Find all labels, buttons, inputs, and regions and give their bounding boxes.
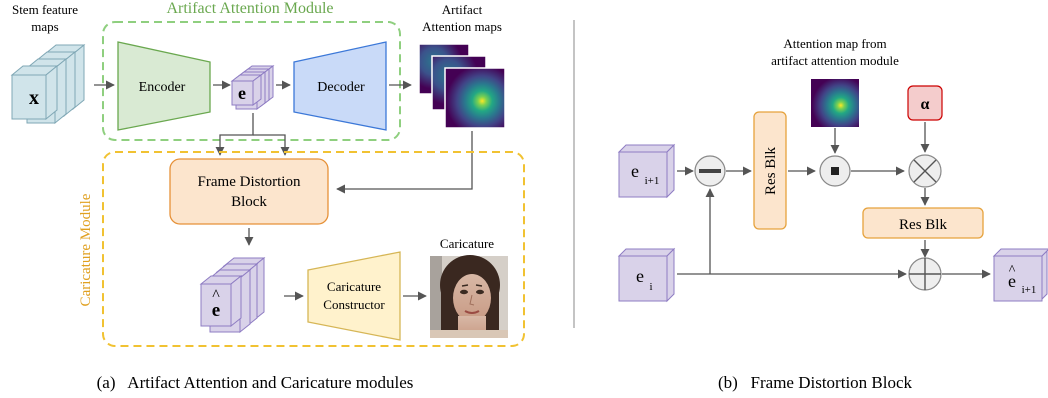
ehat-accent: ^ [212,287,220,304]
oplus-icon [909,258,941,290]
alpha-parameter [907,85,943,121]
stem-feature-cubes: x [10,43,86,125]
decoder-label: Decoder [317,80,365,95]
output-symbol: e [1008,271,1016,291]
res-block-horizontal [862,207,984,239]
caption-b: (b) Frame Distortion Block [718,373,913,392]
e-i-plus-1-symbol: e [631,161,639,181]
encoder-block [117,41,211,131]
arrow-e-to-fdb-2 [253,134,290,156]
attention-map-thumbnail [811,79,859,127]
attention-map-label-line1: Attention map from [783,36,886,51]
caricature-constructor [307,251,401,341]
minus-icon [699,169,721,173]
caption-a: (a) Artifact Attention and Caricature mo… [97,373,414,392]
e-i-subscript: i [649,281,652,293]
alpha-symbol: α [921,96,930,113]
constructor-label-line2: Constructor [323,297,385,312]
arrow-maps-to-fdb [336,131,473,194]
attention-maps-label-line2: Attention maps [422,19,502,34]
encoder-label: Encoder [139,80,186,95]
embedding-symbol: e [238,83,246,103]
output-subscript: i+1 [1022,284,1037,296]
res-block-vertical [753,111,787,230]
e-i-symbol: e [636,266,644,286]
fdb-label-line1: Frame Distortion [198,174,301,190]
caricature-module-box [102,151,525,347]
ehat-cubes [199,256,266,334]
stem-label-line1: Stem feature [12,2,78,17]
e-i-cube [617,247,676,303]
decoder-block [293,41,387,131]
output-accent: ^ [1009,263,1016,278]
res-block-vertical-label: Res Blk [763,147,779,195]
otimes-icon [913,159,937,183]
caricature-label: Caricature [440,236,494,251]
res-block-horizontal-label: Res Blk [899,217,947,233]
dot-icon [831,167,839,175]
attention-module-title: Artifact Attention Module [166,0,333,17]
attention-maps-label-line1: Artifact [442,2,483,17]
constructor-label-line1: Caricature [327,279,381,294]
e-i-plus-1-subscript: i+1 [645,175,660,187]
embedding-cubes [230,65,275,110]
e-hat-i-plus-1-cube [992,248,1048,302]
e-i-plus-1-cube [617,143,676,199]
stem-symbol-x: x [29,87,39,109]
arrow-e-to-fdb [215,113,254,156]
fdb-label-line2: Block [231,194,267,210]
stem-label-line2: maps [31,19,58,34]
ehat-symbol: e [212,300,220,321]
caricature-module-title: Caricature Module [78,193,94,306]
frame-distortion-block [169,158,329,225]
attention-map-label-line2: artifact attention module [771,53,899,68]
attention-map-stack [418,43,506,129]
caricature-face-image [430,255,508,338]
attention-module-box [102,21,401,141]
